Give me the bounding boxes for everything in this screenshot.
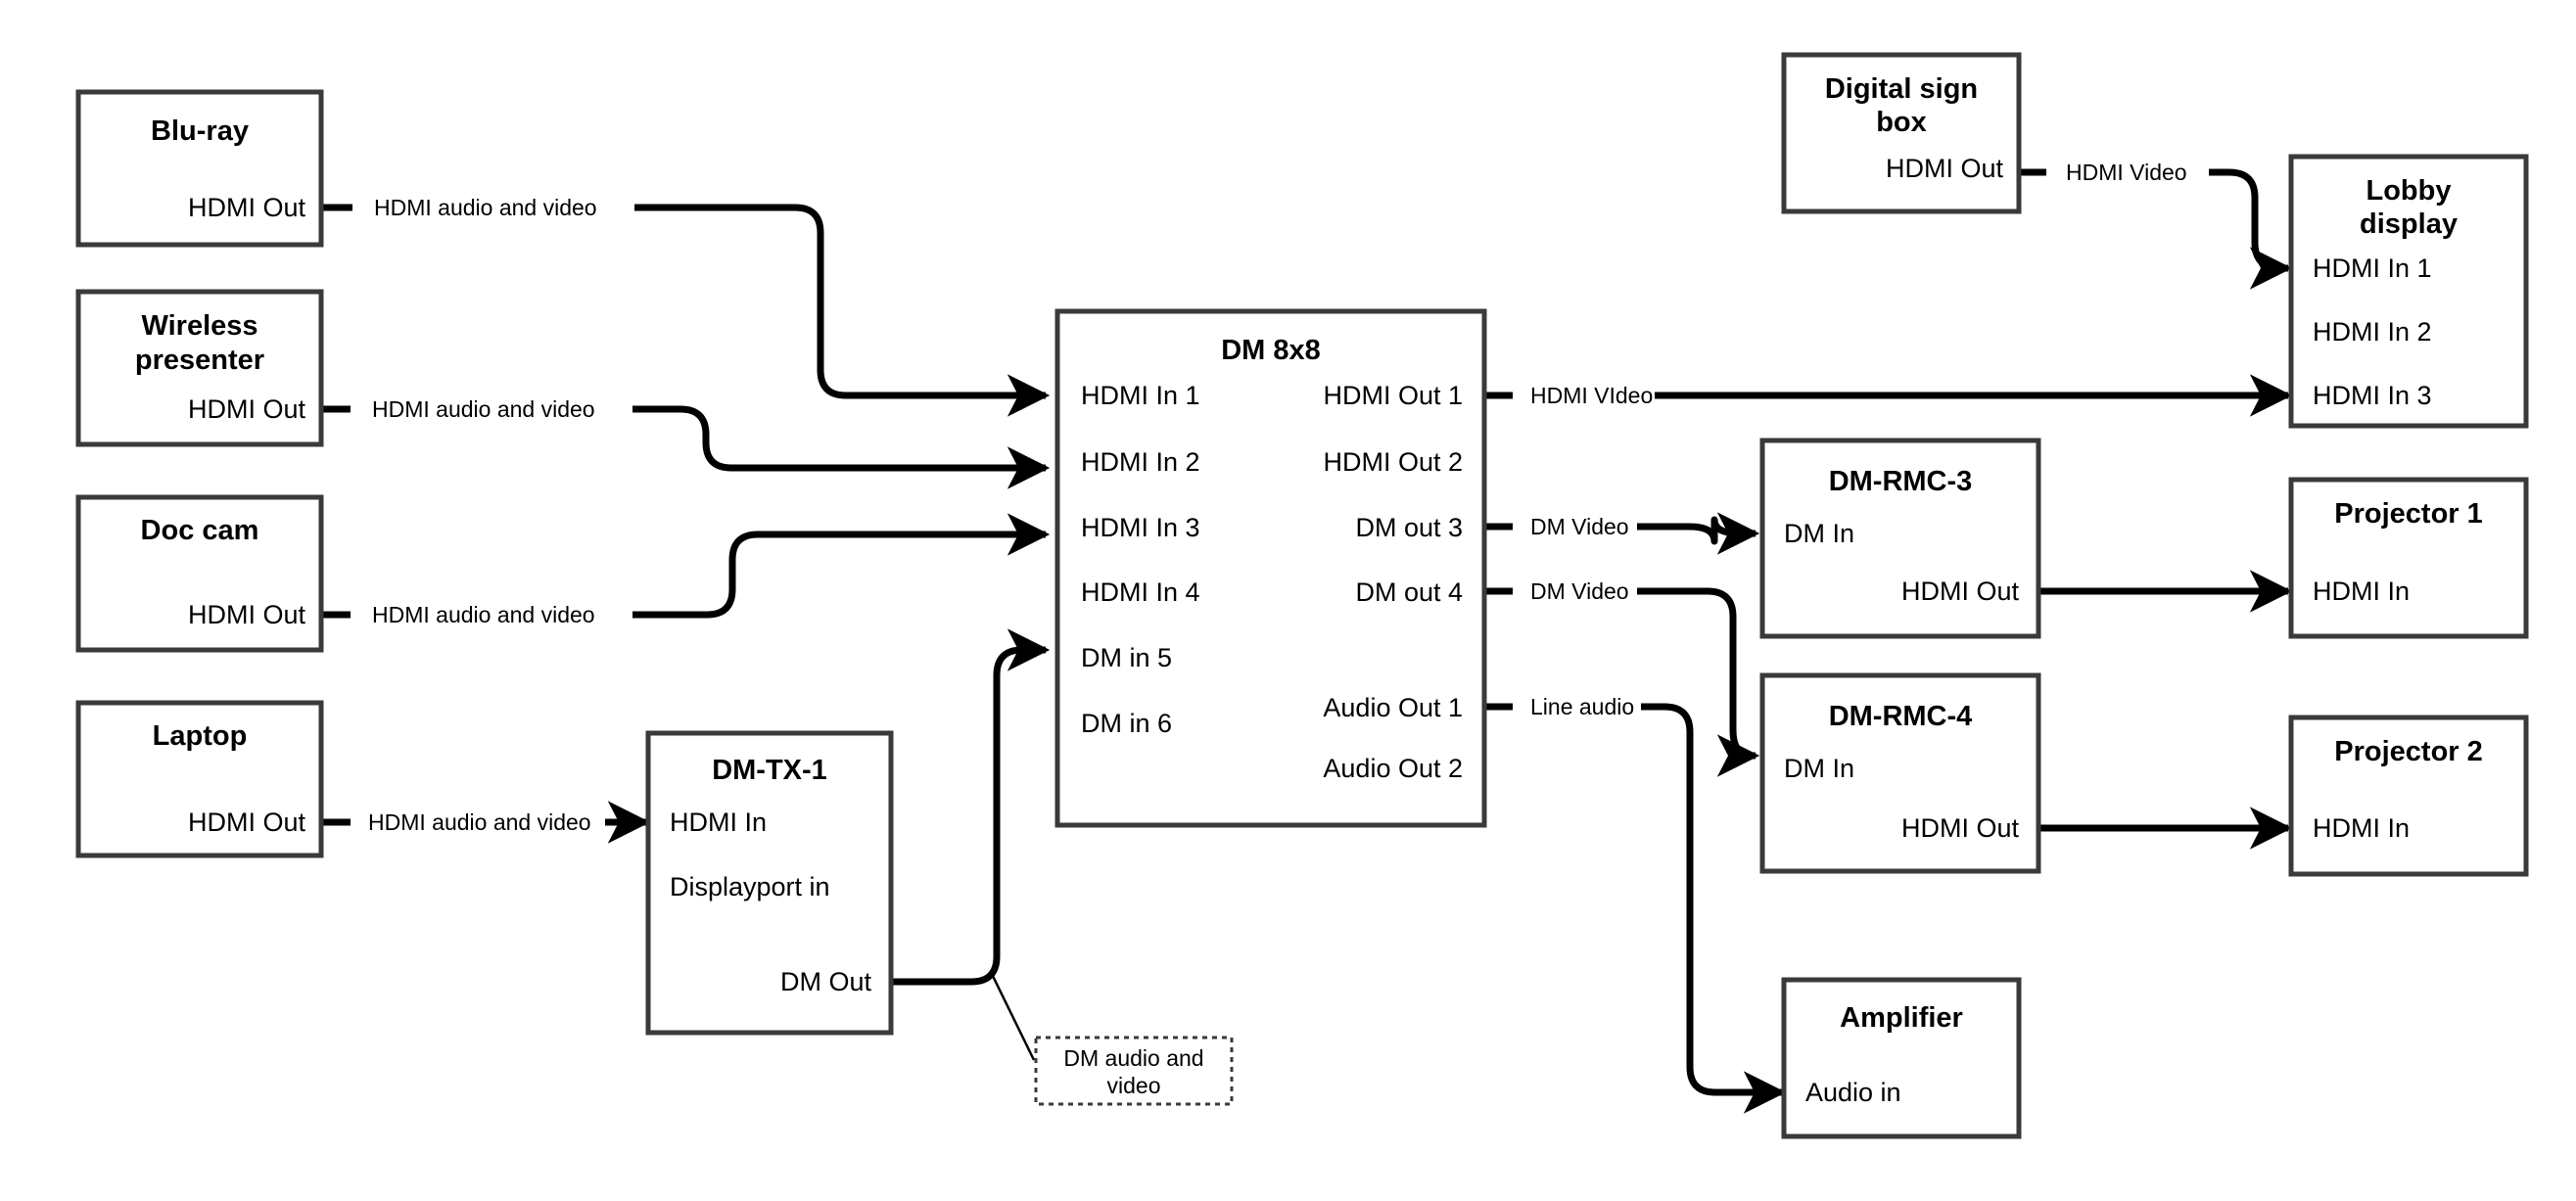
node-dm-rmc-3[interactable]: DM-RMC-3 DM In HDMI Out	[1759, 438, 2041, 639]
node-title-signbox-line1: Digital sign	[1825, 73, 1978, 105]
edge-label-bluray: HDMI audio and video	[374, 195, 597, 220]
port-dm8x8-dm-out-3: DM out 3	[1355, 513, 1463, 542]
port-laptop-hdmi-out: HDMI Out	[188, 808, 306, 837]
port-dm8x8-audio-out-1: Audio Out 1	[1323, 693, 1463, 722]
node-wireless-presenter[interactable]: Wireless presenter HDMI Out	[75, 289, 324, 447]
node-dm-tx-1[interactable]: DM-TX-1 HDMI In Displayport in DM Out	[645, 730, 894, 1036]
port-dm8x8-dm-in-6: DM in 6	[1081, 709, 1172, 738]
node-title-laptop: Laptop	[153, 720, 248, 752]
node-title-lobby-line1: Lobby	[2366, 175, 2452, 207]
port-rmc3-dm-in: DM In	[1784, 519, 1854, 548]
port-dm8x8-audio-out-2: Audio Out 2	[1323, 754, 1463, 783]
port-dm8x8-dm-in-5: DM in 5	[1081, 643, 1172, 672]
port-wireless-hdmi-out: HDMI Out	[188, 394, 306, 424]
port-signbox-hdmi-out: HDMI Out	[1886, 154, 2004, 183]
node-lobby-display[interactable]: Lobby display HDMI In 1 HDMI In 2 HDMI I…	[2288, 154, 2529, 429]
node-title-amplifier: Amplifier	[1840, 1002, 1963, 1034]
node-title-doccam: Doc cam	[141, 515, 259, 546]
port-dm8x8-dm-out-4: DM out 4	[1355, 577, 1463, 607]
node-title-projector1: Projector 1	[2334, 498, 2483, 530]
port-dm8x8-hdmi-in-3: HDMI In 3	[1081, 513, 1200, 542]
port-bluray-hdmi-out: HDMI Out	[188, 193, 306, 222]
port-dm8x8-hdmi-out-2: HDMI Out 2	[1323, 447, 1463, 477]
node-title-wireless-line2: presenter	[135, 345, 264, 376]
edge-dmout4-to-rmc4: DM Video	[1485, 578, 1760, 777]
port-lobby-hdmi-in-2: HDMI In 2	[2313, 317, 2432, 346]
node-title-lobby-line2: display	[2360, 208, 2458, 240]
node-title-rmc4: DM-RMC-4	[1829, 701, 1973, 732]
node-projector-1[interactable]: Projector 1 HDMI In	[2288, 477, 2529, 639]
edge-label-dm-out-4: DM Video	[1530, 578, 1629, 604]
port-rmc4-dm-in: DM In	[1784, 754, 1854, 783]
edge-label-wireless: HDMI audio and video	[372, 396, 595, 422]
note-line-1: DM audio and	[1063, 1045, 1203, 1071]
node-title-rmc3: DM-RMC-3	[1829, 466, 1973, 497]
note-line-2: video	[1107, 1073, 1161, 1098]
edge-bluray-to-hdmi-in-1: HDMI audio and video	[323, 195, 1051, 417]
edge-wireless-to-hdmi-in-2: HDMI audio and video	[323, 396, 1051, 489]
port-projector1-hdmi-in: HDMI In	[2313, 577, 2410, 606]
port-dmtx1-dm-out: DM Out	[780, 967, 872, 996]
note-dm-audio-and-video: DM audio and video	[1034, 1036, 1234, 1106]
edge-label-doccam: HDMI audio and video	[372, 602, 595, 627]
node-bluray[interactable]: Blu-ray HDMI Out	[75, 89, 324, 248]
port-projector2-hdmi-in: HDMI In	[2313, 813, 2410, 843]
edge-audioout1-to-amplifier: Line audio	[1485, 694, 1787, 1114]
node-digital-sign-box[interactable]: Digital sign box HDMI Out	[1781, 52, 2022, 214]
edge-dmtx1-to-dm-in-5	[893, 628, 1051, 986]
edge-signbox-to-lobby-hdmi-in-1: HDMI Video	[2019, 160, 2293, 290]
port-dm8x8-hdmi-in-2: HDMI In 2	[1081, 447, 1200, 477]
node-title-wireless-line1: Wireless	[141, 310, 258, 342]
node-title-signbox-line2: box	[1876, 107, 1927, 138]
port-dmtx1-displayport-in: Displayport in	[670, 872, 830, 901]
port-dm8x8-hdmi-in-4: HDMI In 4	[1081, 577, 1200, 607]
edge-label-dm-out-3: DM Video	[1530, 514, 1629, 539]
edge-label-laptop: HDMI audio and video	[368, 809, 591, 835]
edge-laptop-to-dmtx1: HDMI audio and video	[323, 801, 651, 844]
edge-doccam-to-hdmi-in-3: HDMI audio and video	[323, 513, 1051, 627]
edge-hdmiout1-to-lobby-hdmi-in-3: HDMI VIdeo	[1485, 374, 2293, 417]
port-doccam-hdmi-out: HDMI Out	[188, 600, 306, 629]
node-dm-rmc-4[interactable]: DM-RMC-4 DM In HDMI Out	[1759, 672, 2041, 874]
node-title-bluray: Blu-ray	[151, 115, 249, 147]
port-amplifier-audio-in: Audio in	[1805, 1078, 1901, 1107]
port-lobby-hdmi-in-3: HDMI In 3	[2313, 381, 2432, 410]
port-dm8x8-hdmi-out-1: HDMI Out 1	[1323, 381, 1463, 410]
port-dmtx1-hdmi-in: HDMI In	[670, 808, 767, 837]
node-title-projector2: Projector 2	[2334, 736, 2483, 767]
node-projector-2[interactable]: Projector 2 HDMI In	[2288, 715, 2529, 877]
node-amplifier[interactable]: Amplifier Audio in	[1781, 977, 2022, 1139]
port-lobby-hdmi-in-1: HDMI In 1	[2313, 254, 2432, 283]
node-dm-8x8[interactable]: DM 8x8 HDMI In 1 HDMI In 2 HDMI In 3 HDM…	[1054, 308, 1487, 828]
port-dm8x8-hdmi-in-1: HDMI In 1	[1081, 381, 1200, 410]
edge-label-hdmi-out-1: HDMI VIdeo	[1530, 383, 1653, 408]
node-title-dm8x8: DM 8x8	[1221, 335, 1321, 366]
edge-label-signbox: HDMI Video	[2066, 160, 2187, 185]
note-leader-line	[989, 971, 1036, 1061]
edge-label-audio-out-1: Line audio	[1530, 694, 1634, 719]
node-doc-cam[interactable]: Doc cam HDMI Out	[75, 494, 324, 653]
node-laptop[interactable]: Laptop HDMI Out	[75, 700, 324, 858]
node-title-dmtx1: DM-TX-1	[712, 755, 827, 786]
edge-dmout3-to-rmc3: DM Video	[1485, 512, 1760, 555]
port-rmc4-hdmi-out: HDMI Out	[1901, 813, 2020, 843]
port-rmc3-hdmi-out: HDMI Out	[1901, 577, 2020, 606]
